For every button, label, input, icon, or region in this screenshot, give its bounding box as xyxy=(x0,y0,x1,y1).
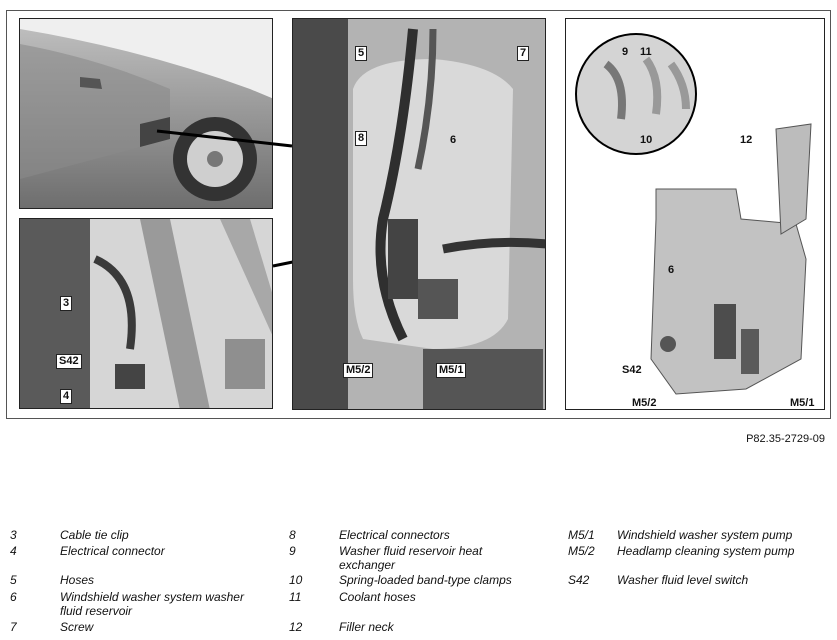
callout-s42: S42 xyxy=(56,354,82,369)
figure-frame: 3 S42 4 5 7 8 6 M5/2 M5/1 xyxy=(6,10,831,419)
legend-key: 8 xyxy=(289,528,296,542)
legend-key: 6 xyxy=(10,590,17,604)
legend-key: M5/1 xyxy=(568,528,595,542)
callout-5: 5 xyxy=(355,46,368,61)
legend-text: Windshield washer system pump xyxy=(617,528,793,542)
callout-10: 10 xyxy=(640,134,653,146)
car-front-illustration xyxy=(20,19,272,208)
legend-text: Filler neck xyxy=(339,620,394,634)
legend-text: Electrical connectors xyxy=(339,528,450,542)
legend-text: Screw xyxy=(60,620,94,634)
legend-key: 10 xyxy=(289,573,303,587)
legend-text: Headlamp cleaning system pump xyxy=(617,544,795,558)
callout-3: 3 xyxy=(60,296,73,311)
callout-6b: 6 xyxy=(668,264,675,276)
legend-key: 4 xyxy=(10,544,17,558)
legend-text: Windshield washer system washer fluid re… xyxy=(60,590,244,618)
legend-text: Hoses xyxy=(60,573,95,587)
legend-text: Cable tie clip xyxy=(60,528,129,542)
legend-key: 11 xyxy=(289,590,302,604)
legend-text: Washer fluid reservoir heat exchanger xyxy=(339,544,483,572)
callout-m5-2: M5/2 xyxy=(343,363,374,378)
legend-key: 12 xyxy=(289,620,303,634)
legend-key: S42 xyxy=(568,573,590,587)
legend-key: M5/2 xyxy=(568,544,595,558)
callout-m5-1: M5/1 xyxy=(436,363,467,378)
legend-key: 5 xyxy=(10,573,17,587)
callout-12: 12 xyxy=(740,134,753,146)
legend-key: 7 xyxy=(10,620,17,634)
pillar-detail-illustration xyxy=(20,219,272,408)
callout-4: 4 xyxy=(60,389,73,404)
callout-8: 8 xyxy=(355,131,368,146)
legend-key: 3 xyxy=(10,528,17,542)
figure-reference: P82.35-2729-09 xyxy=(746,433,825,445)
legend-text: Coolant hoses xyxy=(339,590,416,604)
reservoir-removed-panel: 9 11 10 12 6 S42 M5/2 M5/1 xyxy=(565,18,825,410)
legend-text: Electrical connector xyxy=(60,544,165,558)
car-front-panel xyxy=(19,18,273,209)
callout-11: 11 xyxy=(640,46,652,58)
reservoir-installed-panel: 5 7 8 6 M5/2 M5/1 xyxy=(292,18,546,410)
callout-9: 9 xyxy=(622,46,629,58)
reservoir-removed-illustration xyxy=(575,33,812,395)
legend-key: 9 xyxy=(289,544,296,558)
callout-6: 6 xyxy=(450,134,457,146)
callout-7: 7 xyxy=(517,46,530,61)
callout-m5-2b: M5/2 xyxy=(632,397,657,409)
reservoir-installed-illustration xyxy=(293,19,545,409)
callout-m5-1b: M5/1 xyxy=(790,397,815,409)
legend-text: Washer fluid level switch xyxy=(617,573,749,587)
callout-s42b: S42 xyxy=(622,364,642,376)
legend-text: Spring-loaded band-type clamps xyxy=(339,573,512,587)
detail-left-panel: 3 S42 4 xyxy=(19,218,273,409)
